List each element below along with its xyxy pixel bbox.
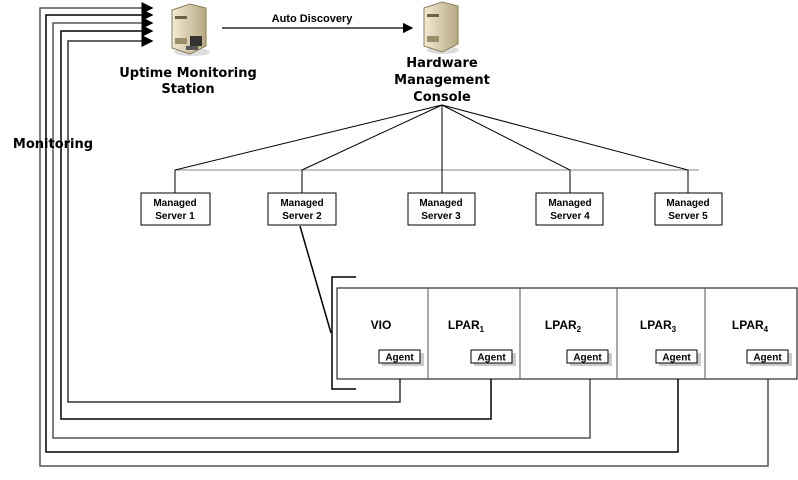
managed-server-1: Managed Server 1	[140, 192, 211, 226]
agent-label: Agent	[753, 353, 782, 364]
managed-server-2: Managed Server 2	[267, 192, 337, 226]
expansion-line	[299, 225, 332, 334]
partition-lpar2: LPAR2 Agent	[545, 318, 612, 366]
svg-text:Server 4: Server 4	[550, 211, 590, 222]
svg-text:LPAR2: LPAR2	[545, 318, 582, 334]
svg-text:LPAR1: LPAR1	[448, 318, 485, 334]
svg-text:Server 5: Server 5	[668, 211, 708, 222]
monitoring-line-lpar3	[45, 9, 679, 453]
svg-text:Managed: Managed	[280, 198, 323, 209]
agent-label: Agent	[477, 353, 506, 364]
svg-text:LPAR4: LPAR4	[732, 318, 769, 334]
agent-label: Agent	[662, 353, 691, 364]
monitoring-line-lpar2	[52, 17, 591, 439]
svg-text:Managed: Managed	[419, 198, 462, 209]
station-label-line2: Station	[161, 82, 214, 97]
svg-text:Server 2: Server 2	[282, 211, 322, 222]
managed-server-5: Managed Server 5	[654, 192, 723, 226]
managed-server-3: Managed Server 3	[407, 192, 476, 226]
agent-label: Agent	[385, 353, 414, 364]
partition-vio: VIO Agent	[371, 318, 424, 366]
hmc-label-line2: Management	[394, 73, 490, 88]
monitoring-line-vio	[67, 35, 401, 403]
svg-text:Server 1: Server 1	[155, 211, 195, 222]
svg-text:LPAR3: LPAR3	[640, 318, 677, 334]
expansion-bracket	[331, 276, 356, 390]
partition-lpar4: LPAR4 Agent	[732, 318, 792, 366]
hmc-connections	[174, 104, 699, 193]
server-tower-icon	[423, 1, 459, 54]
auto-discovery-label: Auto Discovery	[272, 13, 354, 25]
managed-server-4: Managed Server 4	[535, 192, 604, 226]
svg-text:Managed: Managed	[666, 198, 709, 209]
monitoring-lines	[39, 2, 769, 467]
svg-text:Server 3: Server 3	[421, 211, 461, 222]
svg-text:Managed: Managed	[548, 198, 591, 209]
server-tower-with-monitor-icon	[171, 3, 210, 56]
station-label-line1: Uptime Monitoring	[119, 66, 257, 81]
svg-text:Managed: Managed	[153, 198, 196, 209]
monitoring-label: Monitoring	[13, 137, 93, 152]
svg-text:VIO: VIO	[371, 318, 392, 332]
hmc-label-line3: Console	[413, 90, 471, 105]
monitoring-line-lpar4	[39, 2, 769, 467]
monitoring-line-lpar1	[60, 25, 492, 420]
partition-lpar1: LPAR1 Agent	[448, 318, 516, 366]
agent-label: Agent	[573, 353, 602, 364]
partition-lpar3: LPAR3 Agent	[640, 318, 701, 366]
hmc-label-line1: Hardware	[406, 56, 478, 71]
